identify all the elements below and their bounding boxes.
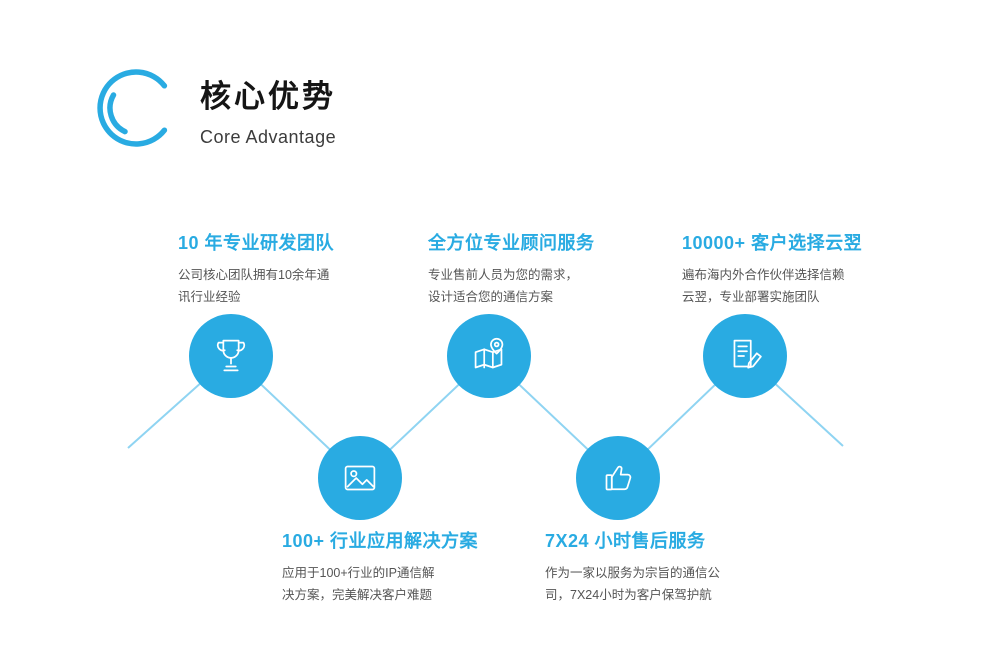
feature-after-sales: 7X24 小时售后服务 作为一家以服务为宗旨的通信公 司，7X24小时为客户保驾… <box>545 527 785 606</box>
feature-desc: 专业售前人员为您的需求， 设计适合您的通信方案 <box>428 264 668 308</box>
feature-title: 全方位专业顾问服务 <box>428 233 595 253</box>
picture-icon <box>344 465 376 491</box>
feature-desc-line-1: 遍布海内外合作伙伴选择信赖 <box>682 268 845 282</box>
feature-circle-after-sales <box>576 436 660 520</box>
feature-desc-line-2: 决方案，完美解决客户难题 <box>282 588 433 602</box>
feature-desc-line-2: 司，7X24小时为客户保驾护航 <box>545 588 712 602</box>
page-subtitle: Core Advantage <box>200 127 337 148</box>
feature-desc-line-2: 设计适合您的通信方案 <box>428 290 554 304</box>
feature-title: 10000+ 客户选择云翌 <box>682 233 863 253</box>
page-title: 核心优势 <box>200 79 336 114</box>
feature-desc-line-2: 讯行业经验 <box>178 290 241 304</box>
feature-title: 7X24 小时售后服务 <box>545 531 706 551</box>
feature-title: 10 年专业研发团队 <box>178 233 335 253</box>
feature-desc-line-1: 应用于100+行业的IP通信解 <box>282 566 435 580</box>
feature-solutions: 100+ 行业应用解决方案 应用于100+行业的IP通信解 决方案，完美解决客户… <box>282 527 522 606</box>
feature-circle-consulting <box>447 314 531 398</box>
document-pen-icon <box>733 339 762 369</box>
feature-customers: 10000+ 客户选择云翌 遍布海内外合作伙伴选择信赖 云翌，专业部署实施团队 <box>682 229 922 308</box>
feature-title: 100+ 行业应用解决方案 <box>282 531 479 551</box>
thumbs-up-icon <box>605 465 632 491</box>
feature-circle-customers <box>703 314 787 398</box>
c-logo-icon <box>97 69 168 147</box>
feature-desc: 作为一家以服务为宗旨的通信公 司，7X24小时为客户保驾护航 <box>545 562 785 606</box>
feature-desc: 遍布海内外合作伙伴选择信赖 云翌，专业部署实施团队 <box>682 264 922 308</box>
feature-circle-solutions <box>318 436 402 520</box>
trophy-icon <box>217 339 245 372</box>
feature-desc: 公司核心团队拥有10余年通 讯行业经验 <box>178 264 418 308</box>
feature-desc: 应用于100+行业的IP通信解 决方案，完美解决客户难题 <box>282 562 522 606</box>
feature-circle-rd-team <box>189 314 273 398</box>
c-logo <box>94 58 179 158</box>
feature-desc-line-1: 公司核心团队拥有10余年通 <box>178 268 330 282</box>
feature-desc-line-1: 作为一家以服务为宗旨的通信公 <box>545 566 721 580</box>
feature-rd-team: 10 年专业研发团队 公司核心团队拥有10余年通 讯行业经验 <box>178 229 418 308</box>
feature-desc-line-1: 专业售前人员为您的需求， <box>428 268 579 282</box>
map-pin-icon <box>474 337 504 369</box>
feature-consulting: 全方位专业顾问服务 专业售前人员为您的需求， 设计适合您的通信方案 <box>428 229 668 308</box>
feature-desc-line-2: 云翌，专业部署实施团队 <box>682 290 820 304</box>
section-header: 核心优势 Core Advantage <box>200 79 337 148</box>
